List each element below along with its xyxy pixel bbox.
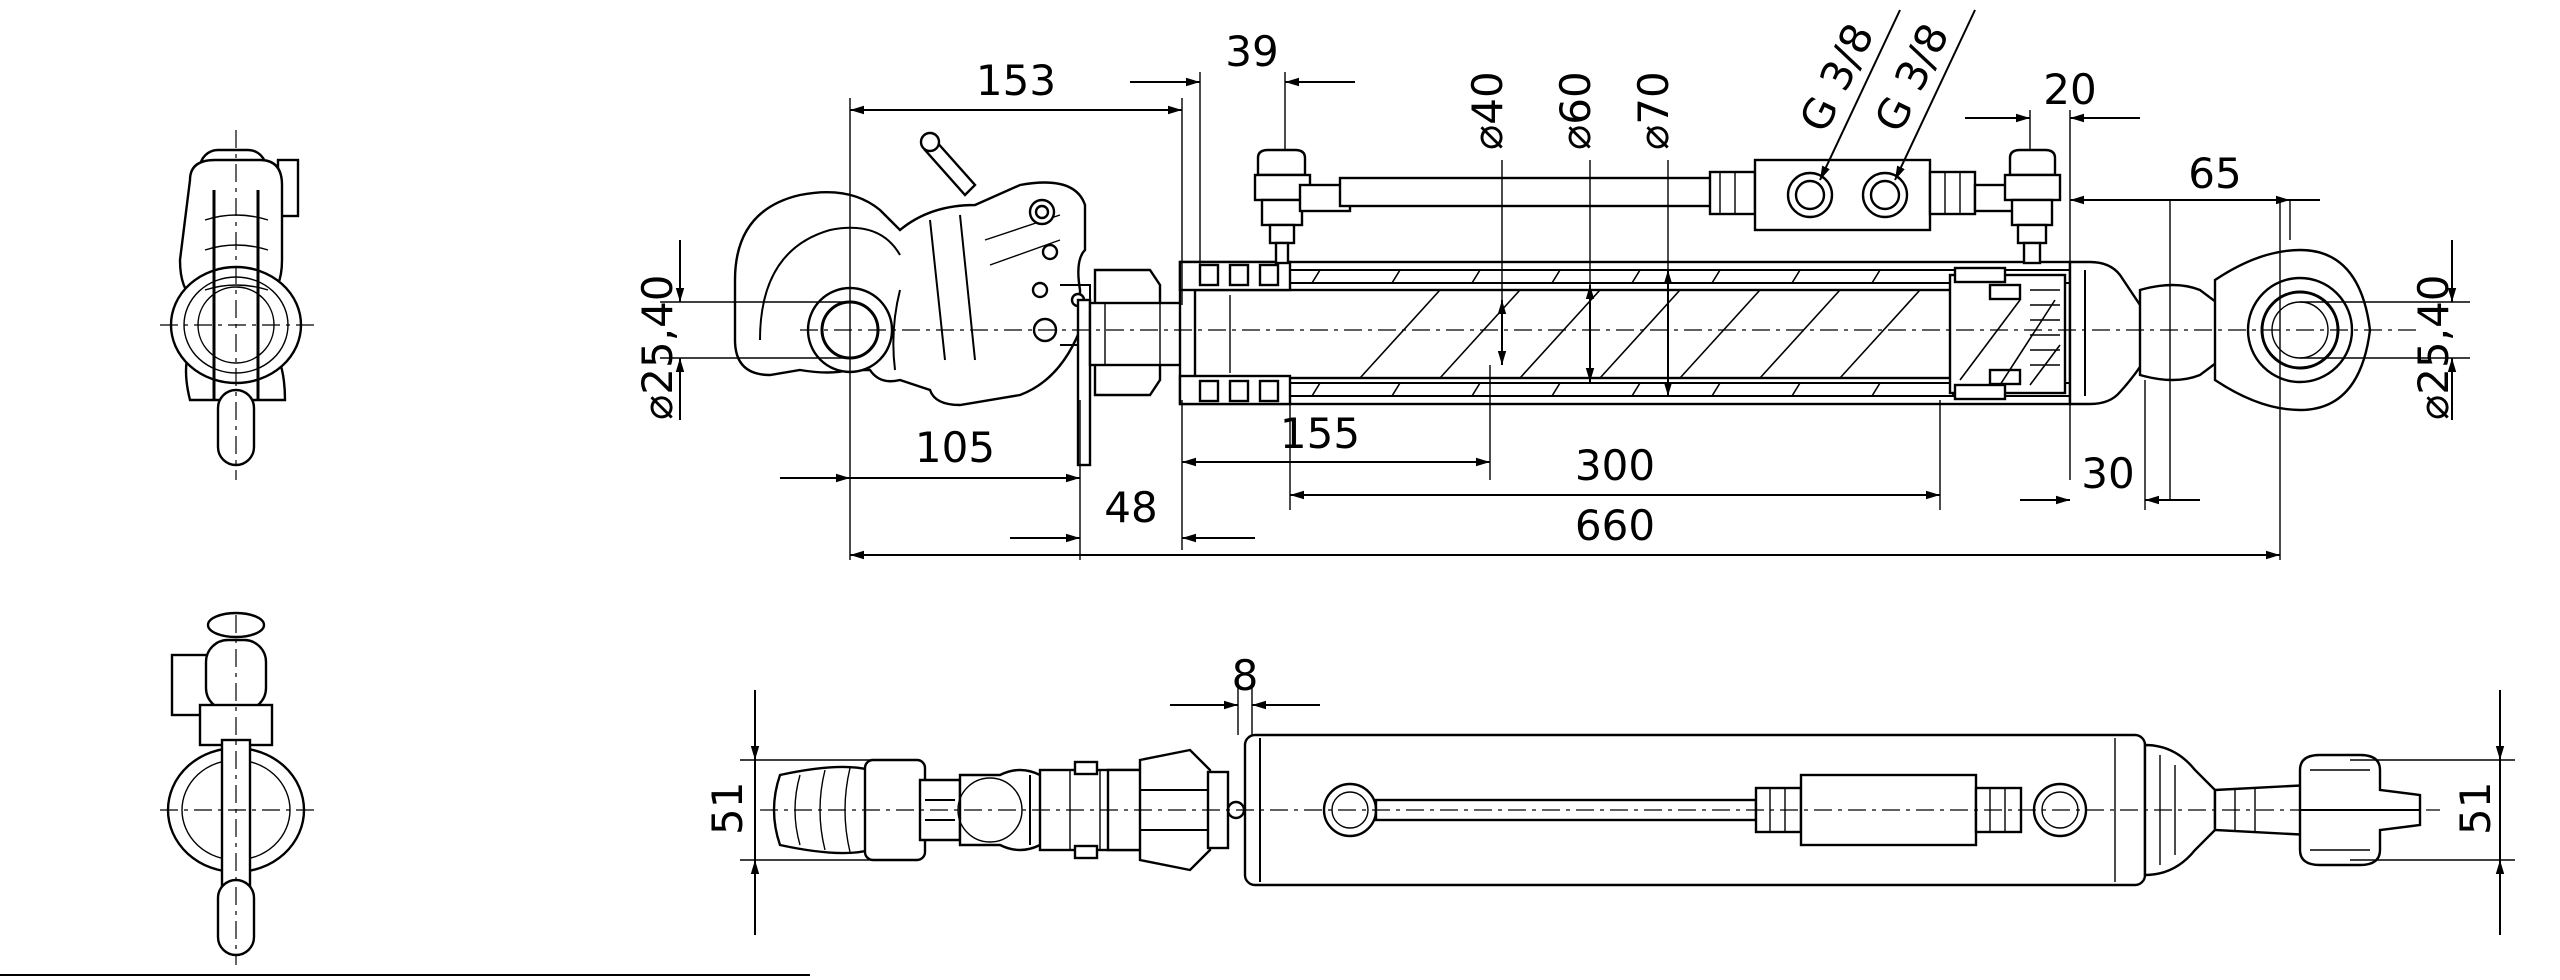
- dim-eye-diameter: ⌀25,40: [2409, 274, 2458, 420]
- dim-300: 300: [1575, 441, 1655, 490]
- quick-hook: [733, 131, 1091, 407]
- dim-hook-diameter: ⌀25,40: [633, 274, 682, 420]
- rod-hatch: [1359, 289, 1921, 379]
- dim-155: 155: [1280, 409, 1360, 458]
- dim-20: 20: [2043, 65, 2096, 114]
- dim-bore-diameter: ⌀60: [1551, 71, 1600, 150]
- end-view-lower: [160, 611, 315, 965]
- dim-8: 8: [1232, 651, 1259, 700]
- dim-660: 660: [1575, 501, 1655, 550]
- dim-65: 65: [2188, 149, 2241, 198]
- top-view: 8 51 51: [703, 651, 2515, 935]
- dim-tube-diameter: ⌀70: [1629, 71, 1678, 150]
- piston: [1948, 266, 2067, 401]
- dim-48: 48: [1104, 483, 1157, 532]
- hydraulic-line: [1253, 148, 2062, 265]
- port-label-2: G 3/8: [1865, 16, 1959, 139]
- end-view-upper: [160, 130, 315, 480]
- dim-105: 105: [915, 423, 995, 472]
- dim-width-left: 51: [703, 782, 752, 835]
- side-view: 153 39 ⌀40 ⌀60 ⌀70 G 3/8 G 3/8 20 65: [633, 9, 2470, 560]
- dim-30: 30: [2081, 449, 2134, 498]
- dim-153: 153: [976, 56, 1056, 105]
- gland: [1178, 260, 1292, 406]
- dim-39: 39: [1225, 27, 1278, 76]
- dim-width-right: 51: [2451, 782, 2500, 835]
- dim-rod-diameter: ⌀40: [1463, 71, 1512, 150]
